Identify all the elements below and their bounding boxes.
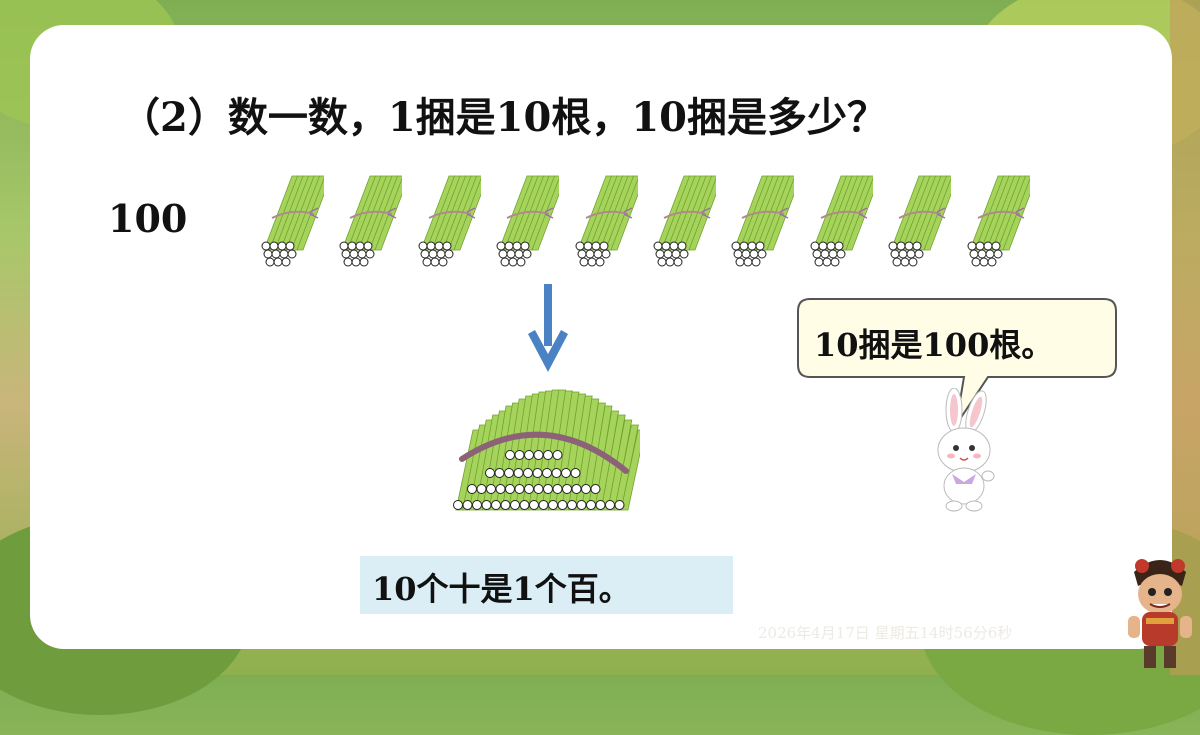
- stick-bundle-icon: [885, 172, 959, 268]
- stick-bundle-icon: [807, 172, 881, 268]
- stick-bundle-icon: [650, 172, 724, 268]
- big-bundle-illustration: [453, 389, 640, 511]
- stick-bundle-icon: [964, 172, 1038, 268]
- answer-box: [360, 556, 733, 614]
- stick-bundle-icon: [728, 172, 802, 268]
- rabbit-character-icon: [937, 388, 995, 512]
- stick-bundle-icon: [258, 172, 332, 268]
- stick-bundle-icon: [336, 172, 410, 268]
- count-label: 100: [108, 196, 188, 241]
- stick-bundle-icon: [493, 172, 567, 268]
- answer-text: 10个十是1个百。: [372, 570, 631, 608]
- slide-title: （2）数一数，1捆是10根，10捆是多少？: [120, 94, 887, 141]
- stick-bundle-icon: [572, 172, 646, 268]
- timestamp: 2026年4月17日 星期五14时56分6秒: [758, 624, 1013, 642]
- speech-bubble-text: 10捆是100根。: [814, 326, 1054, 364]
- cartoon-character-icon: [1128, 559, 1192, 668]
- down-arrow-icon: [528, 284, 568, 372]
- stick-bundle-icon: [415, 172, 489, 268]
- bundles-row: [258, 172, 1038, 268]
